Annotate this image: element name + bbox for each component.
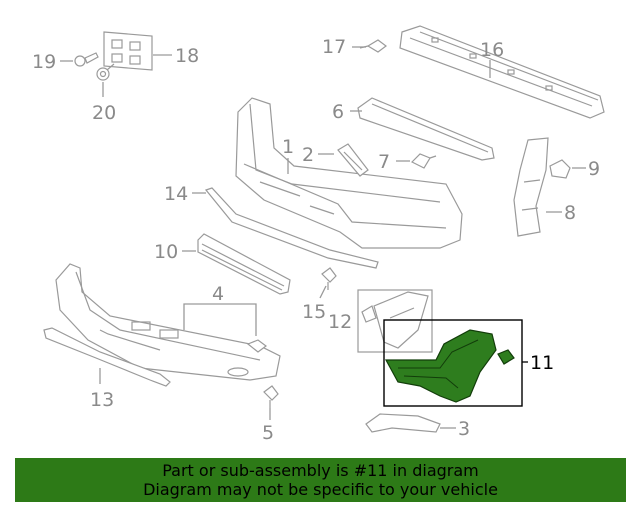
callout-4[interactable]: 4 — [212, 283, 224, 305]
part-1-bumper-cover[interactable] — [235, 97, 463, 249]
leader-line-15 — [319, 285, 327, 299]
leader-line-4 — [183, 303, 257, 336]
callout-17[interactable]: 17 — [322, 36, 346, 58]
callout-8[interactable]: 8 — [564, 202, 576, 224]
part-11-highlighted-assembly[interactable] — [383, 319, 523, 407]
part-8-side-bracket[interactable] — [513, 137, 549, 237]
callout-11[interactable]: 11 — [530, 352, 554, 374]
callout-10[interactable]: 10 — [154, 241, 178, 263]
part-5-clip[interactable] — [263, 385, 279, 408]
part-12-box[interactable] — [357, 289, 433, 353]
callout-5[interactable]: 5 — [262, 422, 274, 444]
part-19-screw[interactable] — [74, 52, 99, 67]
part-2-bracket[interactable] — [337, 143, 369, 177]
callout-20[interactable]: 20 — [92, 102, 116, 124]
callout-16[interactable]: 16 — [480, 39, 504, 61]
callout-1[interactable]: 1 — [282, 136, 294, 158]
part-7-clip[interactable] — [410, 153, 437, 169]
part-20-nut[interactable] — [96, 63, 115, 81]
part-16-reinforcement-beam[interactable] — [399, 25, 605, 119]
part-17-bolt[interactable] — [359, 39, 387, 53]
notice-banner: Part or sub-assembly is #11 in diagram D… — [15, 458, 626, 502]
part-14-molding-strip[interactable] — [204, 187, 379, 269]
part-4-lower-valance[interactable] — [55, 263, 281, 381]
part-15-clip[interactable] — [321, 267, 337, 290]
callout-9[interactable]: 9 — [588, 158, 600, 180]
callout-18[interactable]: 18 — [175, 45, 199, 67]
part-6-energy-absorber[interactable] — [357, 97, 495, 161]
callout-2[interactable]: 2 — [302, 144, 314, 166]
part-18-license-bracket[interactable] — [103, 31, 153, 71]
part-10-lower-grille[interactable] — [197, 233, 291, 295]
callout-15[interactable]: 15 — [302, 301, 326, 323]
part-13-lower-trim[interactable] — [43, 327, 171, 387]
part-3-lamp-trim[interactable] — [365, 413, 441, 433]
part-9-cap[interactable] — [549, 159, 571, 179]
callout-7[interactable]: 7 — [378, 151, 390, 173]
notice-line-2: Diagram may not be specific to your vehi… — [143, 480, 498, 499]
callout-3[interactable]: 3 — [458, 418, 470, 440]
callout-14[interactable]: 14 — [164, 183, 188, 205]
callout-13[interactable]: 13 — [90, 389, 114, 411]
callout-19[interactable]: 19 — [32, 51, 56, 73]
notice-line-1: Part or sub-assembly is #11 in diagram — [162, 461, 479, 480]
callout-12[interactable]: 12 — [328, 311, 352, 333]
callout-6[interactable]: 6 — [332, 101, 344, 123]
